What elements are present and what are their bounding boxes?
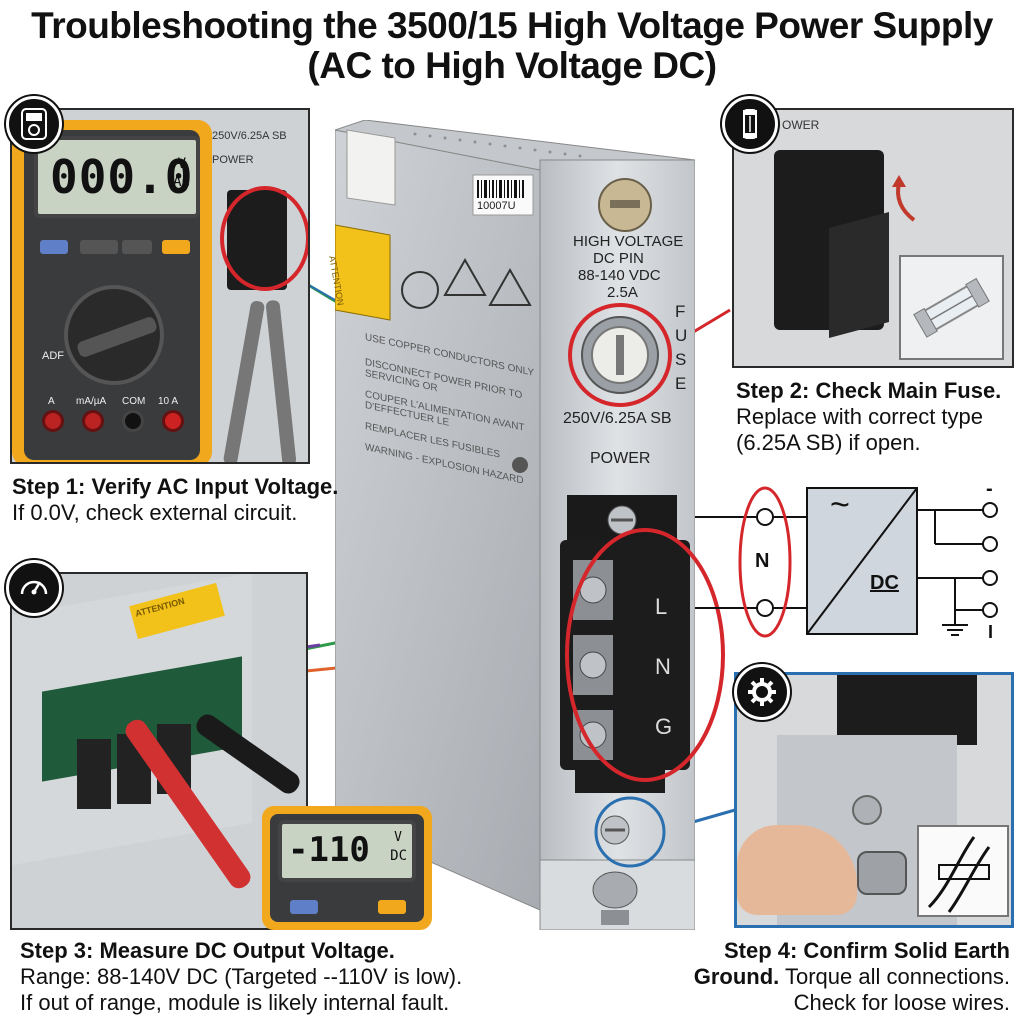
power-label: POWER xyxy=(590,450,651,467)
step1-heading: Step 1: Verify AC Input Voltage. xyxy=(12,474,339,499)
step2-text: Step 2: Check Main Fuse. Replace with co… xyxy=(736,378,1021,456)
gear-icon xyxy=(748,678,776,706)
page-title: Troubleshooting the 3500/15 High Voltage… xyxy=(0,6,1024,86)
step4-heading-line1: Step 4: Confirm Solid Earth xyxy=(723,938,1010,963)
step1-terminal-power: POWER xyxy=(212,154,254,166)
terminal-l-label: L xyxy=(655,594,668,619)
title-line-1: Troubleshooting the 3500/15 High Voltage… xyxy=(31,5,993,46)
jack-com[interactable] xyxy=(122,410,144,432)
step4-heading-part2: Ground. xyxy=(693,964,780,989)
fuse-zoom-inset xyxy=(899,255,1004,360)
jack-a[interactable] xyxy=(42,410,64,432)
red-probe xyxy=(222,300,266,462)
output-terminal-1 xyxy=(77,739,111,809)
step4-text: Step 4: Confirm Solid Earth Ground. Torq… xyxy=(560,938,1010,1016)
meter-button-yellow[interactable] xyxy=(162,240,190,254)
fuse-highlight-circle xyxy=(568,303,672,407)
hv-label-line2: DC PIN xyxy=(593,250,644,267)
jack-label-ma: mA/µA xyxy=(76,396,107,407)
terminal-highlight-ellipse xyxy=(565,528,725,782)
step4-ground-screw xyxy=(852,795,882,825)
converter-schematic xyxy=(695,486,998,638)
jack-ma[interactable] xyxy=(82,410,104,432)
n-input-highlight xyxy=(738,486,792,638)
gauge-icon-badge xyxy=(6,560,62,616)
step3-meter-reading: -110 xyxy=(288,830,370,870)
step2-body-line2: (6.25A SB) if open. xyxy=(736,430,921,455)
step4-finger xyxy=(737,825,857,915)
step3-panel: ATTENTION xyxy=(10,572,308,930)
step1-panel: 000.0 V AC ADF A mA/µA COM 10 A 250V/6.2… xyxy=(10,108,310,464)
step3-body-line1: Range: 88-140V DC (Targeted --110V is lo… xyxy=(20,964,463,989)
step3-body-line2: If out of range, module is likely intern… xyxy=(20,990,450,1015)
step1-red-highlight xyxy=(220,186,308,291)
schematic-dc-label: DC xyxy=(870,572,899,594)
step3-meter-button-yellow[interactable] xyxy=(378,900,406,914)
step3-meter-display: -110 V DC xyxy=(278,820,416,882)
hv-label-line4: 2.5A xyxy=(607,284,638,301)
jack-10a[interactable] xyxy=(162,410,184,432)
title-line-2: (AC to High Voltage DC) xyxy=(307,45,717,86)
step2-body-line1: Replace with correct type xyxy=(736,404,983,429)
step3-meter-unit-bottom: DC xyxy=(390,848,407,864)
hv-label-line1: HIGH VOLTAGE xyxy=(573,233,684,250)
schematic-n-label: N xyxy=(755,550,770,572)
schematic-bottom-sign: I xyxy=(988,622,994,642)
step2-panel-label: OWER xyxy=(782,118,820,132)
loose-wire-inset xyxy=(917,825,1009,917)
step3-meter-unit-top: V xyxy=(394,830,402,845)
fuse-icon-badge xyxy=(722,96,778,152)
step1-meter-reading: 000.0 xyxy=(50,150,194,204)
terminal-g-label: G xyxy=(655,714,673,739)
terminal-n-label: N xyxy=(655,654,671,679)
fuse-rating-label: 250V/6.25A SB xyxy=(563,410,672,427)
step2-panel: OWER xyxy=(732,108,1014,368)
meter-brand: ADF xyxy=(42,350,64,362)
wire-connection-icon xyxy=(927,836,991,913)
step4-heading-line2: Ground. Torque all connections. xyxy=(560,964,1010,990)
step1-text: Step 1: Verify AC Input Voltage. If 0.0V… xyxy=(12,474,342,526)
step2-heading: Step 2: Check Main Fuse. xyxy=(736,378,1002,403)
power-supply-module: 10007U HIGH VOLTAGE DC PIN 88-140 VDC 2.… xyxy=(327,120,695,930)
step2-fuse-door[interactable] xyxy=(829,211,889,339)
multimeter-icon-badge xyxy=(6,96,62,152)
schematic-top-sign: - xyxy=(986,478,993,500)
jack-label-10a: 10 A xyxy=(158,396,179,407)
jack-label-a: A xyxy=(48,396,55,407)
step1-terminal-rating: 250V/6.25A SB xyxy=(212,130,287,142)
step1-meter-unit-bottom: AC xyxy=(173,174,190,190)
open-arrow-icon xyxy=(892,175,916,222)
jack-label-com: COM xyxy=(122,396,146,407)
gauge-icon xyxy=(20,580,48,595)
fuse-icon xyxy=(743,109,757,139)
hv-label-line3: 88-140 VDC xyxy=(578,267,661,284)
step3-meter-button-blue[interactable] xyxy=(290,900,318,914)
step3-heading: Step 3: Measure DC Output Voltage. xyxy=(20,938,395,963)
gear-icon-badge xyxy=(734,664,790,720)
module-body xyxy=(335,120,695,930)
step4-body-part1: Torque all connections. xyxy=(779,964,1010,989)
meter-button-gray-2[interactable] xyxy=(122,240,152,254)
meter-button-gray[interactable] xyxy=(80,240,118,254)
meter-button-blue[interactable] xyxy=(40,240,68,254)
step1-meter-unit-top: V xyxy=(177,156,186,172)
black-probe xyxy=(265,299,297,462)
step1-body: If 0.0V, check external circuit. xyxy=(12,500,298,525)
step4-panel xyxy=(734,672,1014,928)
step1-terminal-labels: 250V/6.25A SB POWER xyxy=(212,130,308,166)
fuse-vertical-label: FUSE xyxy=(675,302,688,393)
glass-fuse-icon xyxy=(913,277,990,338)
step3-text: Step 3: Measure DC Output Voltage. Range… xyxy=(20,938,540,1016)
step4-terminal-block xyxy=(837,675,977,745)
barcode-text: 10007U xyxy=(477,200,516,212)
meter-rotary-dial[interactable] xyxy=(64,285,164,385)
schematic-ac-symbol: ~ xyxy=(830,486,850,524)
step4-body-line2: Check for loose wires. xyxy=(793,990,1010,1015)
ground-highlight-circle xyxy=(594,796,666,868)
step1-meter-display: 000.0 V AC xyxy=(34,136,200,218)
multimeter-icon xyxy=(21,108,47,140)
step4-thumb-screw[interactable] xyxy=(857,851,907,895)
